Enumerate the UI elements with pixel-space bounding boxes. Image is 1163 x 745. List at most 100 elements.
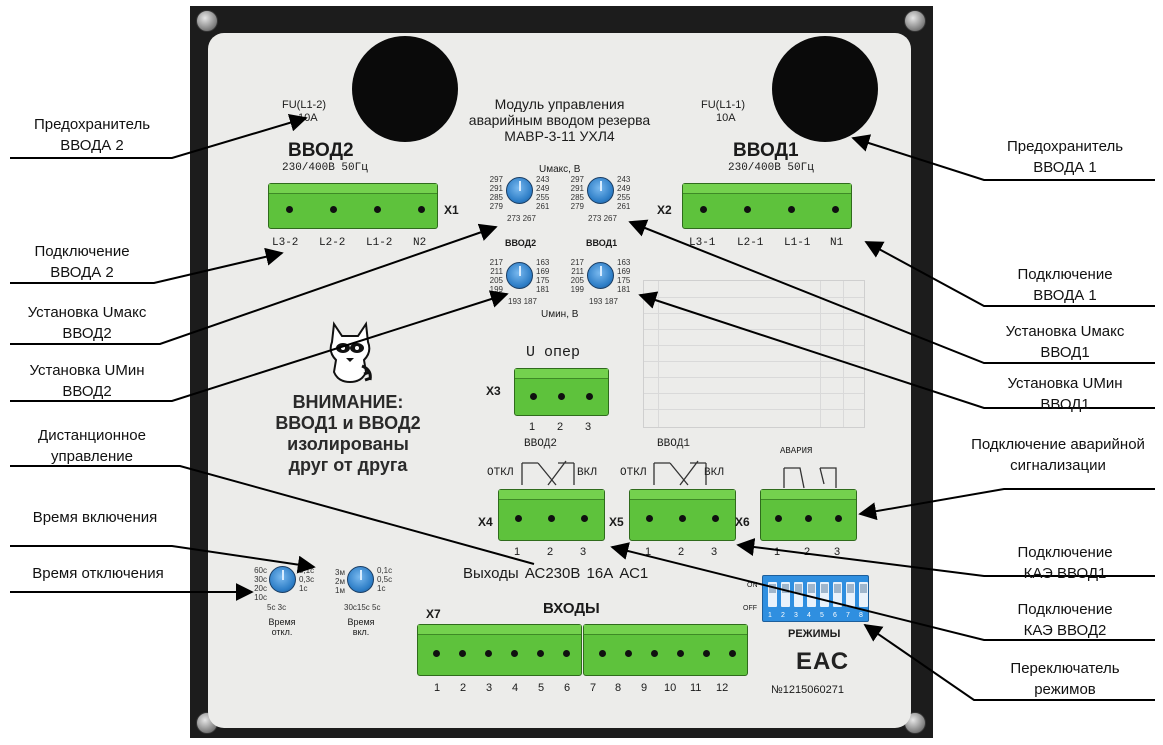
time-on-label: Время вкл.: [347, 617, 375, 637]
x2-pin-2: L2-1: [737, 237, 764, 249]
out-vvod2-label: ВВОД2: [524, 438, 558, 450]
avaria-label: АВАРИЯ: [780, 446, 813, 456]
time-on-scale-bottom: 30с15с 5с: [344, 603, 381, 612]
terminal-x4[interactable]: [498, 489, 605, 541]
x5-pin-1: 1: [645, 546, 652, 558]
x7-pin-5: 5: [538, 682, 545, 694]
x4-pin-2: 2: [547, 546, 554, 558]
x7-pin-1: 1: [434, 682, 441, 694]
terminal-x3[interactable]: [514, 368, 609, 416]
terminal-x6[interactable]: [760, 489, 857, 541]
dip-num-6: 6: [833, 612, 837, 619]
inputs-title: ВХОДЫ: [543, 600, 600, 617]
terminal-x1[interactable]: [268, 183, 438, 229]
x4-label: X4: [478, 515, 493, 529]
vvod1-small-label: ВВОД1: [586, 238, 618, 248]
callout-kae2: Подключение КАЭ ВВОД2: [1017, 601, 1113, 639]
dip-num-7: 7: [846, 612, 850, 619]
callout-umax1: Установка Uмакс ВВОД1: [1005, 323, 1125, 361]
x7-pin-3: 3: [486, 682, 493, 694]
callout-remote: Дистанционное управление: [38, 427, 146, 465]
mode-table: [643, 280, 865, 428]
dip-off-label: OFF: [743, 605, 757, 612]
x3-pin-3: 3: [585, 421, 592, 433]
out-vvod1-label: ВВОД1: [657, 438, 691, 450]
umin1-scale-bottom: 193 187: [589, 297, 618, 306]
x7-label: X7: [426, 607, 441, 621]
callout-umax2: Установка Uмакс ВВОД2: [27, 304, 147, 342]
input2-title: ВВОД2: [288, 140, 354, 161]
dip-on-label: ON: [747, 582, 758, 589]
umax2-dial[interactable]: [506, 177, 533, 204]
x5-pin-2: 2: [678, 546, 685, 558]
serial-number: №1215060271: [771, 684, 844, 696]
x6-contact-symbol: [783, 467, 837, 489]
terminal-x7-right[interactable]: [583, 624, 748, 676]
callout-fuse1: Предохранитель ВВОДА 1: [1006, 138, 1124, 176]
umax-label: Uмакс, В: [539, 164, 581, 175]
x7-pin-9: 9: [641, 682, 648, 694]
x4-pin-1: 1: [514, 546, 521, 558]
outputs-rating: Выходы АС230В 16А АС1: [463, 565, 649, 582]
x1-pin-1: L3-2: [272, 237, 299, 249]
x5-otkl-label: ОТКЛ: [620, 467, 647, 479]
x4-contact-symbol: [521, 460, 575, 486]
x6-label: X6: [735, 515, 750, 529]
x7-pin-2: 2: [460, 682, 467, 694]
time-on-dial[interactable]: [347, 566, 374, 593]
umax2-scale-bottom: 273 267: [507, 214, 536, 223]
x4-pin-3: 3: [580, 546, 587, 558]
uoper-label: U опер: [526, 344, 581, 361]
x7-pin-7: 7: [590, 682, 597, 694]
x7-pin-8: 8: [615, 682, 622, 694]
x2-label: X2: [657, 203, 672, 217]
modes-label: РЕЖИМЫ: [788, 628, 841, 640]
x2-pin-3: L1-1: [784, 237, 811, 249]
callout-fuse2: Предохранитель ВВОДА 2: [33, 116, 151, 154]
screw-top-right: [904, 10, 926, 32]
x1-label: X1: [444, 203, 459, 217]
x5-vkl-label: ВКЛ: [704, 467, 724, 479]
x3-label: X3: [486, 384, 501, 398]
x3-pin-1: 1: [529, 421, 536, 433]
dip-num-4: 4: [807, 612, 811, 619]
dip-num-3: 3: [794, 612, 798, 619]
x2-pin-1: L3-1: [689, 237, 716, 249]
dip-num-8: 8: [859, 612, 863, 619]
terminal-x7-left[interactable]: [417, 624, 582, 676]
x5-contact-symbol: [653, 460, 707, 486]
input1-title: ВВОД1: [733, 140, 799, 161]
isolation-warning: ВНИМАНИЕ: ВВОД1 и ВВОД2 изолированы друг…: [275, 392, 421, 475]
terminal-x2[interactable]: [682, 183, 852, 229]
vvod2-small-label: ВВОД2: [505, 238, 537, 248]
terminal-x5[interactable]: [629, 489, 736, 541]
callout-time-on: Время включения: [32, 509, 158, 526]
time-off-dial[interactable]: [269, 566, 296, 593]
umax1-dial[interactable]: [587, 177, 614, 204]
callout-umin1: Установка UМин ВВОД1: [1007, 375, 1123, 413]
input1-spec: 230/400В 50Гц: [728, 162, 814, 174]
callout-conn2: Подключение ВВОДА 2: [34, 243, 130, 281]
time-off-scale-bottom: 5с 3с: [267, 603, 287, 612]
eac-mark: ЕАС: [796, 648, 850, 675]
fu1-label: FU(L1-1): [701, 99, 746, 111]
x1-pin-4: N2: [413, 237, 427, 249]
module-title: Модуль управления аварийным вводом резер…: [468, 96, 651, 144]
callout-kae1: Подключение КАЭ ВВОД1: [1017, 544, 1113, 582]
callout-umin2: Установка UМин ВВОД2: [29, 362, 145, 400]
x7-pin-4: 4: [512, 682, 519, 694]
x7-pin-10: 10: [664, 682, 677, 694]
umin2-dial[interactable]: [506, 262, 533, 289]
x7-pin-12: 12: [716, 682, 729, 694]
umin1-dial[interactable]: [587, 262, 614, 289]
callout-time-off: Время отключения: [32, 565, 164, 582]
x6-pin-2: 2: [804, 546, 811, 558]
